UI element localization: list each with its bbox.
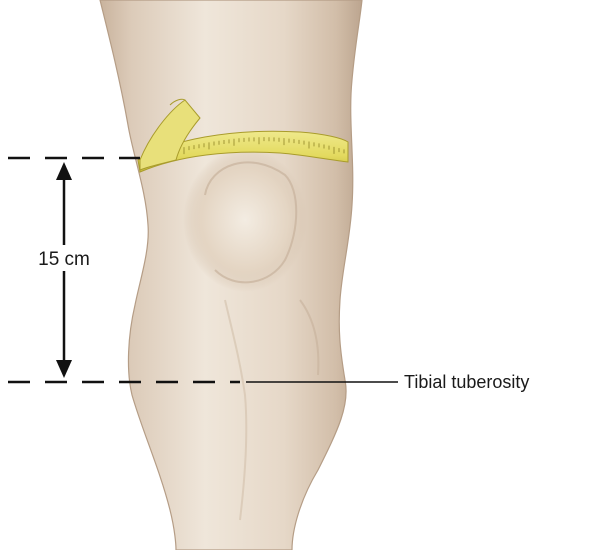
measurement-arrow-head-up [56,162,72,180]
landmark-label: Tibial tuberosity [404,372,529,392]
measurement-arrow-head-down [56,360,72,378]
patella-shading [183,148,307,292]
measurement-label: 15 cm [38,249,90,270]
